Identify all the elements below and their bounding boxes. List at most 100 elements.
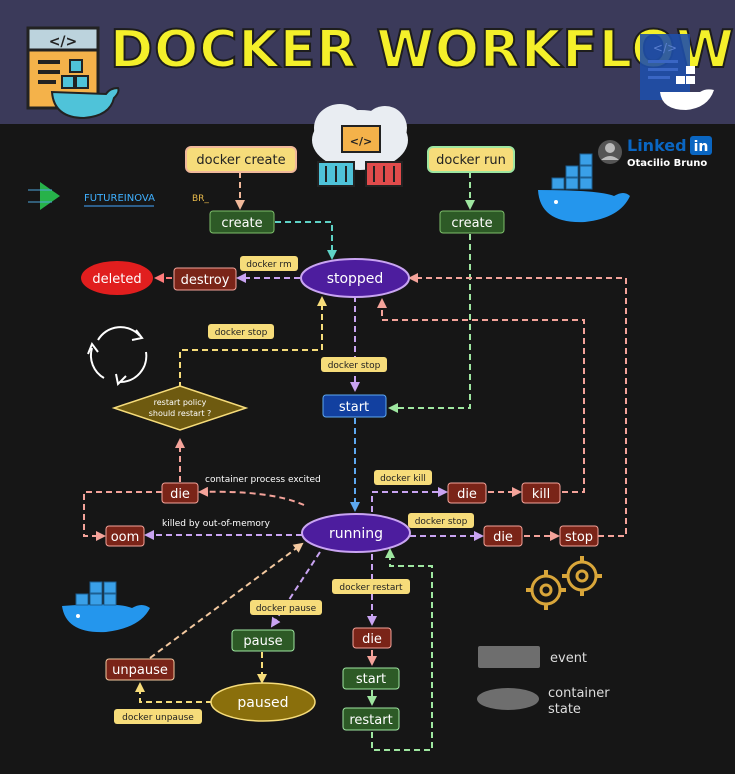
svg-text:paused: paused [237, 695, 288, 711]
svg-text:docker pause: docker pause [256, 604, 317, 614]
page-title: DOCKER WORKFLOW [109, 19, 735, 81]
state-die-restart: die [352, 627, 392, 649]
svg-text:pause: pause [243, 634, 282, 649]
state-stop: stop [559, 525, 599, 547]
svg-text:oom: oom [111, 530, 140, 545]
svg-text:docker stop: docker stop [215, 328, 268, 338]
state-kill: kill [521, 482, 561, 504]
recycle-icon [87, 326, 148, 387]
edge-restart-policy-stopped [179, 296, 327, 388]
edge-run-start [388, 234, 471, 413]
event-docker-pause: docker pause [250, 600, 322, 615]
legend-state-swatch [477, 688, 539, 710]
legend-state-label: container [548, 686, 610, 701]
linkedin-in: in [694, 139, 709, 155]
svg-text:running: running [329, 526, 383, 542]
svg-text:stopped: stopped [327, 271, 384, 287]
note-killed-oom: killed by out-of-memory [162, 519, 271, 529]
state-restart: restart [342, 707, 400, 731]
cloud-containers-icon: </> [312, 104, 408, 187]
edge-paused-unpause [135, 682, 212, 703]
svg-text:create: create [221, 216, 262, 231]
svg-text:stop: stop [565, 530, 593, 545]
svg-text:docker unpause: docker unpause [122, 713, 194, 723]
linkedin-icon [690, 136, 712, 155]
gears-icon [526, 556, 602, 610]
state-paused: paused [210, 682, 316, 722]
event-docker-run: docker run [427, 146, 515, 173]
author-name: Otacilio Bruno [627, 158, 707, 169]
state-stopped: stopped [300, 258, 410, 298]
svg-text:unpause: unpause [112, 663, 168, 678]
event-docker-kill: docker kill [374, 470, 432, 485]
event-docker-restart: docker restart [332, 579, 410, 594]
edge-kill-stopped [377, 298, 585, 493]
svg-text:docker run: docker run [436, 153, 506, 168]
svg-text:docker restart: docker restart [339, 583, 403, 593]
svg-text:docker kill: docker kill [380, 474, 426, 484]
svg-text:die: die [170, 487, 190, 502]
edge-create-stopped [275, 221, 337, 260]
event-docker-stop-right: docker stop [408, 513, 474, 528]
state-destroy: destroy [173, 267, 237, 291]
docker-whale-icon [50, 86, 120, 120]
futureinova-text: FUTUREINOVA [84, 193, 155, 204]
br-text: BR_ [192, 194, 209, 204]
edge-restart-running [371, 548, 433, 751]
event-docker-stop-top: docker stop [208, 324, 274, 339]
svg-text:</>: </> [49, 34, 78, 50]
state-running: running [301, 513, 411, 553]
note-process-exited: container process excited [205, 475, 321, 485]
svg-text:destroy: destroy [181, 273, 230, 288]
event-docker-unpause: docker unpause [114, 709, 202, 724]
edge-unpause-running [149, 542, 304, 659]
event-docker-rm: docker rm [240, 256, 298, 271]
legend-event-swatch [478, 646, 540, 668]
state-die-left: die [161, 482, 199, 504]
state-die-kill: die [447, 482, 487, 504]
svg-text:kill: kill [532, 487, 550, 502]
futureinova-logo: FUTUREINOVA BR_ [28, 182, 209, 210]
edge-running-diekill [371, 487, 448, 512]
svg-text:docker stop: docker stop [328, 361, 381, 371]
svg-text:restart policy: restart policy [154, 398, 207, 407]
event-docker-create: docker create [185, 146, 297, 173]
state-create-right: create [439, 210, 505, 234]
legend-state-label: state [548, 702, 581, 717]
linkedin-badge: Linked in Otacilio Bruno [598, 136, 712, 169]
svg-text:die: die [457, 487, 477, 502]
docker-doc-icon: </> [640, 34, 714, 110]
svg-text:docker stop: docker stop [415, 517, 468, 527]
event-docker-stop-mid: docker stop [321, 357, 387, 372]
svg-text:start: start [339, 400, 369, 415]
svg-text:should restart ?: should restart ? [149, 409, 212, 418]
state-deleted: deleted [81, 261, 153, 295]
edge-running-die [198, 486, 305, 506]
edge-stop-stopped [408, 273, 627, 537]
state-oom: oom [105, 525, 145, 547]
svg-text:start: start [356, 672, 386, 687]
svg-text:</>: </> [350, 135, 372, 148]
state-create-left: create [209, 210, 275, 234]
state-restart-policy: restart policy should restart ? [111, 385, 249, 431]
state-pause: pause [231, 629, 295, 652]
state-start: start [322, 394, 387, 418]
svg-text:docker create: docker create [196, 153, 285, 168]
svg-text:</>: </> [653, 41, 677, 55]
svg-text:die: die [362, 632, 382, 647]
linkedin-word: Linked [627, 136, 687, 155]
legend: event container state [477, 646, 610, 717]
header-bar [0, 0, 735, 124]
edge-die-oom [83, 491, 162, 541]
state-die-stop: die [483, 525, 523, 547]
svg-text:create: create [451, 216, 492, 231]
state-start-restart: start [342, 667, 400, 690]
svg-text:deleted: deleted [92, 272, 141, 287]
state-unpause: unpause [105, 658, 175, 681]
docker-whale-icon [62, 581, 150, 633]
svg-text:docker rm: docker rm [246, 260, 291, 270]
legend-event-label: event [550, 651, 587, 666]
svg-text:die: die [493, 530, 513, 545]
